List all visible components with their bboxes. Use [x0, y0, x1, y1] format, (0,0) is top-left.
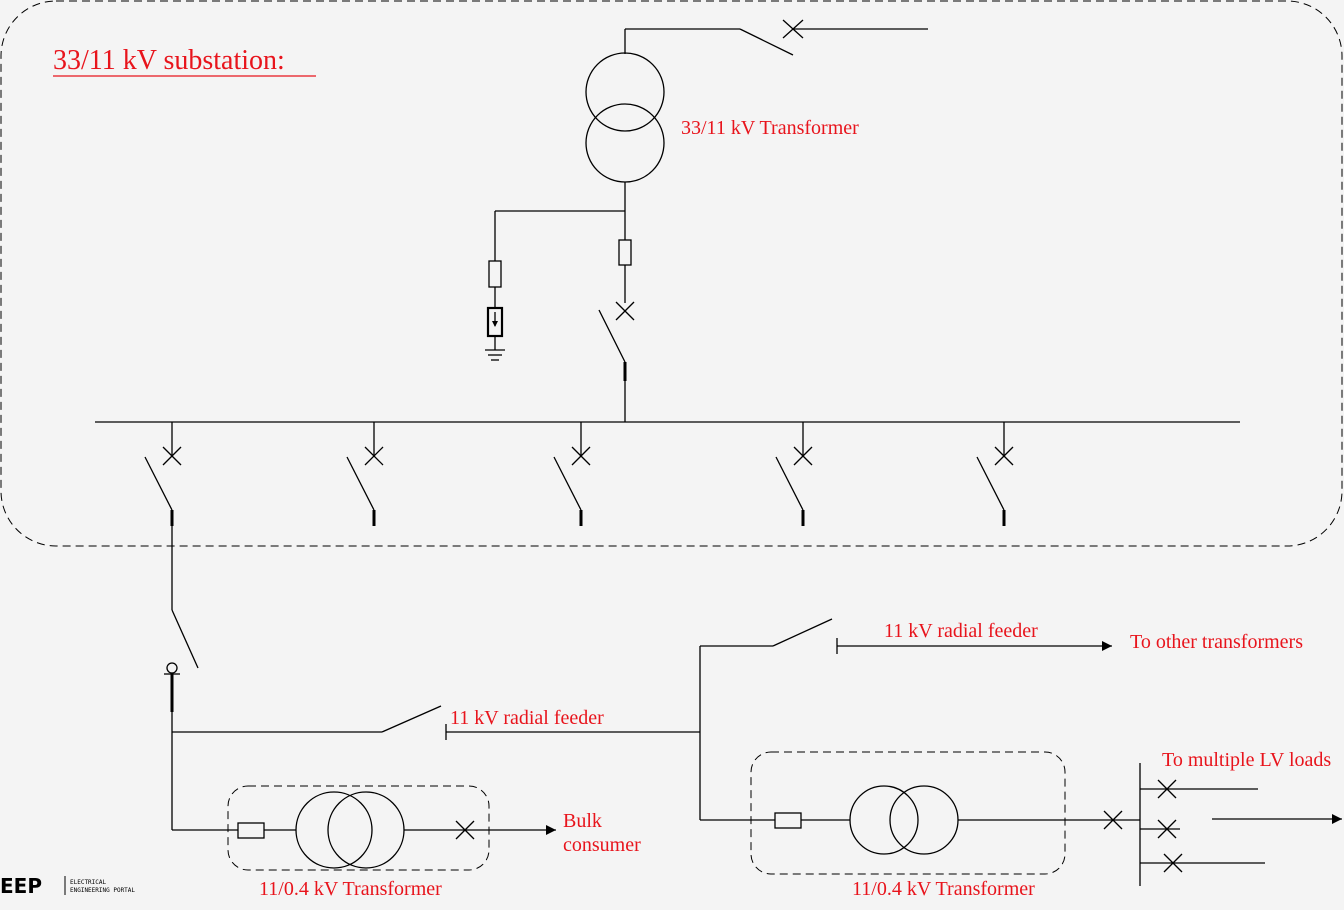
bulk-consumer-label-line2: consumer: [563, 834, 641, 856]
dist-transformer-label-left: 11/0.4 kV Transformer: [259, 878, 442, 900]
incoming-33kv-line: [624, 19, 928, 56]
radial-feeder-label-upper: 11 kV radial feeder: [884, 620, 1038, 642]
bulk-consumer-label-line1: Bulk: [563, 810, 602, 832]
feeder-bay-1: [144, 422, 182, 526]
transformer-secondary-bay: [598, 182, 635, 422]
radial-feeder-lower: [172, 705, 700, 740]
to-other-transformers-label: To other transformers: [1130, 631, 1303, 653]
logo-line2: ENGINEERING PORTAL: [70, 887, 135, 894]
main-transformer-symbol: [585, 52, 665, 183]
dist-transformer-enclosure-left: [227, 785, 490, 871]
eep-logo: EEP ELECTRICAL ENGINEERING PORTAL: [0, 874, 135, 898]
logo-mark: EEP: [0, 874, 42, 898]
feeder-bay-3: [553, 422, 591, 526]
dist-transformer-left: [172, 791, 556, 869]
dist-transformer-enclosure-right: [750, 751, 1066, 875]
feeder-bay-5: [976, 422, 1014, 526]
lv-distribution-board: [1139, 763, 1342, 886]
feeder-bay-2: [346, 422, 384, 526]
dist-transformer-label-right: 11/0.4 kV Transformer: [852, 878, 1035, 900]
dist-transformer-right: [700, 785, 1140, 855]
substation-title: 33/11 kV substation:: [53, 45, 285, 76]
logo-line1: ELECTRICAL: [70, 879, 107, 886]
main-transformer-label: 33/11 kV Transformer: [681, 117, 859, 139]
lv-loads-label: To multiple LV loads: [1162, 749, 1331, 771]
outgoing-feeder-line: [164, 526, 199, 830]
substation-boundary: [0, 0, 1343, 547]
radial-feeder-upper: [700, 618, 1112, 654]
earthing-branch: [485, 210, 625, 361]
feeder-bay-4: [775, 422, 813, 526]
radial-feeder-label-lower: 11 kV radial feeder: [450, 707, 604, 729]
